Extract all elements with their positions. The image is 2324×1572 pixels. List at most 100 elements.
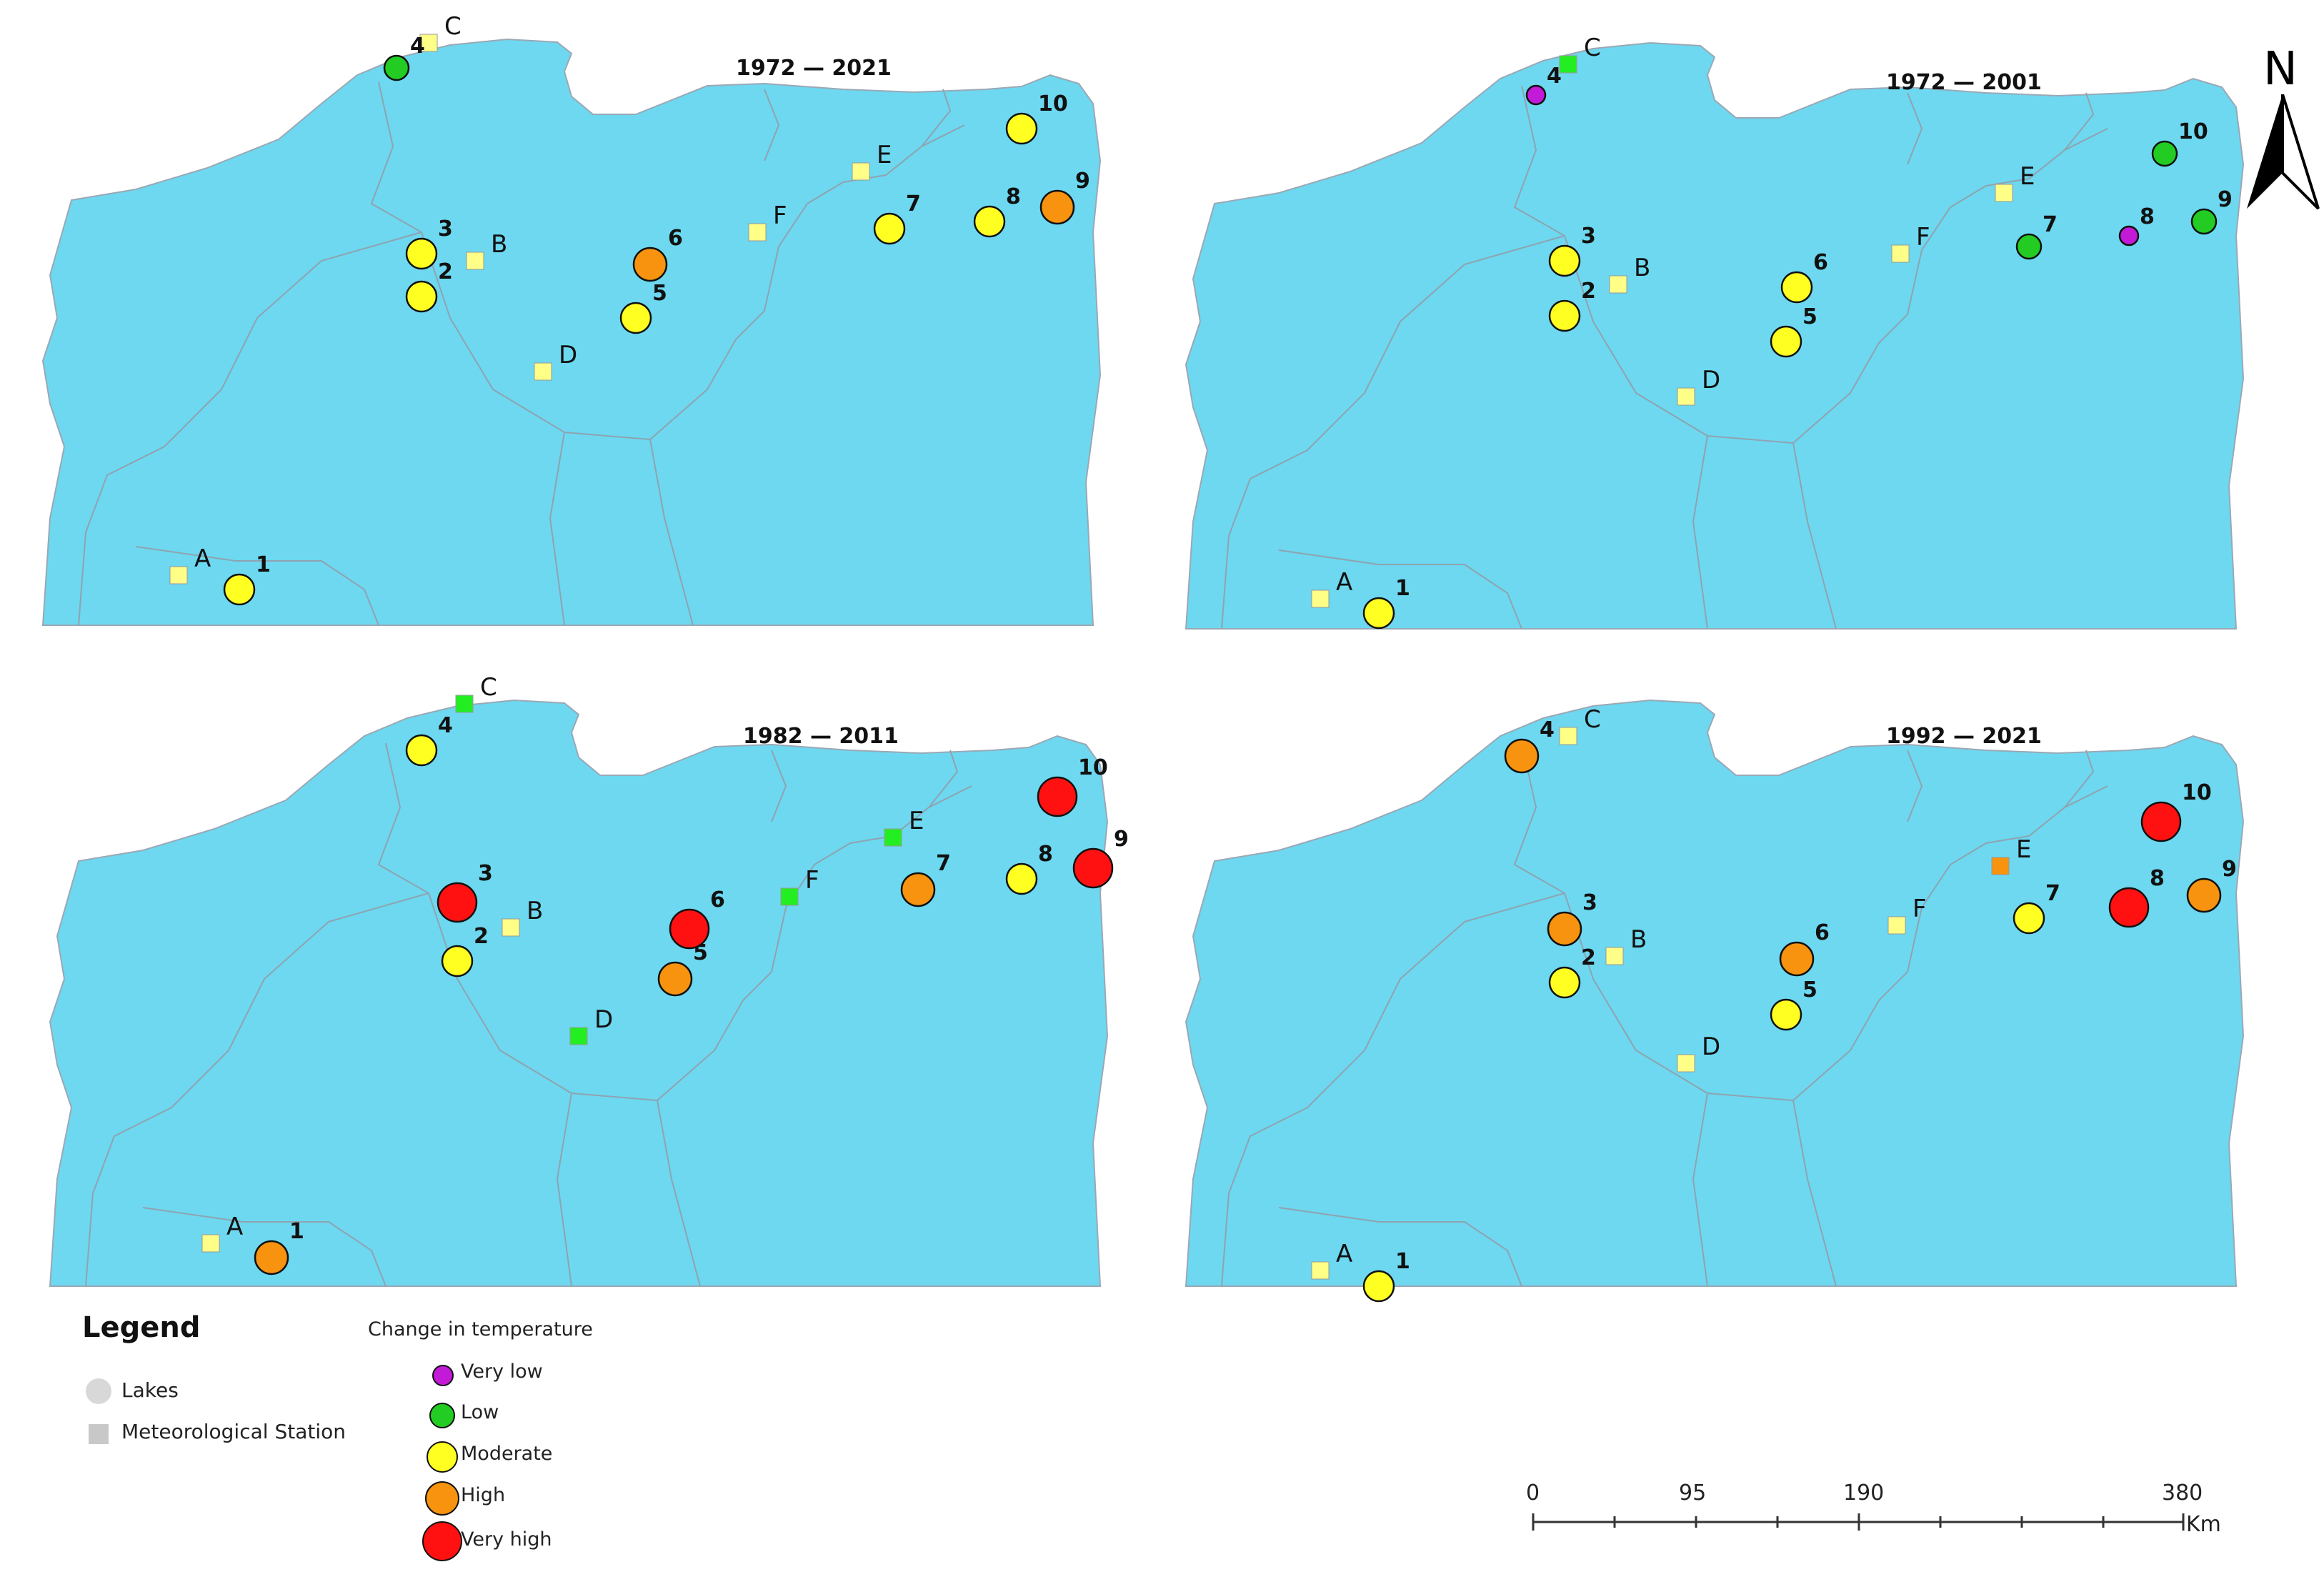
station-marker (1559, 55, 1577, 74)
province-boundary (2064, 750, 2095, 808)
station-marker (1311, 590, 1330, 608)
scale-tick-label: 95 (1679, 1481, 1707, 1506)
lake-marker (1780, 271, 1813, 304)
lake-marker (1547, 911, 1582, 947)
province-boundary (1221, 892, 1565, 1287)
legend-level-label: High (461, 1484, 506, 1506)
station-label: E (2020, 162, 2035, 191)
province-boundary (1221, 235, 1565, 630)
station-label: E (909, 807, 924, 835)
lake-label: 2 (474, 924, 489, 949)
lake-marker (657, 961, 693, 997)
province-boundary (1907, 750, 1923, 822)
lake-label: 10 (1078, 755, 1108, 780)
scale-bar-ruler (1532, 1513, 2185, 1531)
lake-label: 8 (1038, 842, 1053, 867)
lake-marker (1504, 738, 1540, 774)
station-label: C (480, 673, 497, 702)
lake-label: 8 (2140, 204, 2155, 229)
station-label: A (194, 544, 211, 573)
lake-label: 7 (2045, 881, 2060, 906)
station-label: D (1702, 366, 1720, 394)
lake-label: 1 (1395, 1249, 1410, 1274)
lake-label: 6 (1815, 920, 1830, 945)
lake-label: 1 (1395, 576, 1410, 601)
legend-level-label: Low (461, 1401, 499, 1423)
land-region (1185, 699, 2245, 1287)
lake-marker (2108, 887, 2150, 928)
station-marker (1559, 727, 1577, 745)
panel-title: 1972 — 2001 (1886, 70, 2042, 95)
province-boundary (649, 439, 694, 626)
lake-marker (223, 573, 256, 606)
lake-label: 4 (1540, 717, 1555, 742)
lake-label: 8 (2150, 866, 2165, 891)
lake-marker (1072, 847, 1114, 889)
scale-tick-label: 0 (1526, 1481, 1540, 1506)
province-boundary (2064, 92, 2095, 151)
lake-marker (873, 212, 906, 245)
lake-label: 3 (478, 861, 493, 886)
station-marker (884, 828, 902, 847)
lake-label: 4 (410, 34, 425, 59)
lake-marker (2190, 208, 2218, 235)
land-region (41, 38, 1102, 626)
land-region (1185, 41, 2245, 630)
lake-marker (632, 247, 668, 282)
lake-label: 6 (710, 887, 725, 912)
province-boundary (771, 750, 787, 822)
lake-label: 2 (438, 259, 453, 284)
province-boundary (1278, 549, 1522, 630)
lake-label: 7 (906, 191, 921, 217)
station-label: B (491, 230, 507, 259)
lake-label: 10 (2182, 780, 2212, 805)
lake-label: 9 (1114, 827, 1129, 852)
station-marker (455, 695, 474, 713)
province-boundary (1792, 442, 1837, 630)
scale-tick-label: 380 (2162, 1481, 2203, 1506)
lake-label: 2 (1581, 945, 1596, 970)
station-marker (1311, 1261, 1330, 1280)
lake-marker (1362, 1270, 1395, 1303)
lake-marker (2015, 233, 2043, 260)
station-label: A (1336, 568, 1352, 597)
province-boundary (764, 89, 780, 161)
station-label: D (594, 1005, 613, 1034)
north-label: N (2263, 43, 2298, 96)
scale-tick-label: 190 (1843, 1481, 1885, 1506)
station-marker (466, 252, 484, 270)
lake-marker (1548, 244, 1581, 277)
station-marker (780, 887, 799, 906)
province-boundary (142, 1207, 386, 1287)
lake-label: 5 (1802, 304, 1817, 329)
low-dot-icon (429, 1403, 455, 1428)
lake-marker (1037, 776, 1078, 817)
lake-marker (2186, 877, 2222, 913)
lake-marker (2140, 801, 2182, 842)
lake-label: 4 (1547, 64, 1562, 89)
scale-unit-label: Km (2186, 1512, 2221, 1537)
lake-marker (1548, 299, 1581, 332)
station-marker (1609, 275, 1627, 294)
panel-title: 1982 — 2011 (743, 724, 899, 749)
station-marker (748, 223, 767, 242)
lake-label: 8 (1006, 184, 1021, 209)
province-boundary (657, 1100, 701, 1287)
legend-title: Legend (82, 1311, 201, 1344)
legend-level-label: Moderate (461, 1443, 553, 1465)
lake-label: 10 (2178, 119, 2208, 144)
station-marker (201, 1234, 220, 1253)
station-label: F (805, 866, 819, 895)
legend-lakes-label: Lakes (121, 1378, 179, 1402)
station-marker (1677, 1054, 1695, 1073)
province-boundary (1513, 85, 2108, 444)
lake-marker (1779, 941, 1815, 977)
lake-marker (254, 1240, 289, 1275)
lake-marker (1548, 966, 1581, 999)
land-region (49, 699, 1109, 1287)
province-boundary (921, 89, 952, 147)
province-boundary (85, 892, 429, 1287)
lake-label: 6 (1813, 250, 1828, 275)
